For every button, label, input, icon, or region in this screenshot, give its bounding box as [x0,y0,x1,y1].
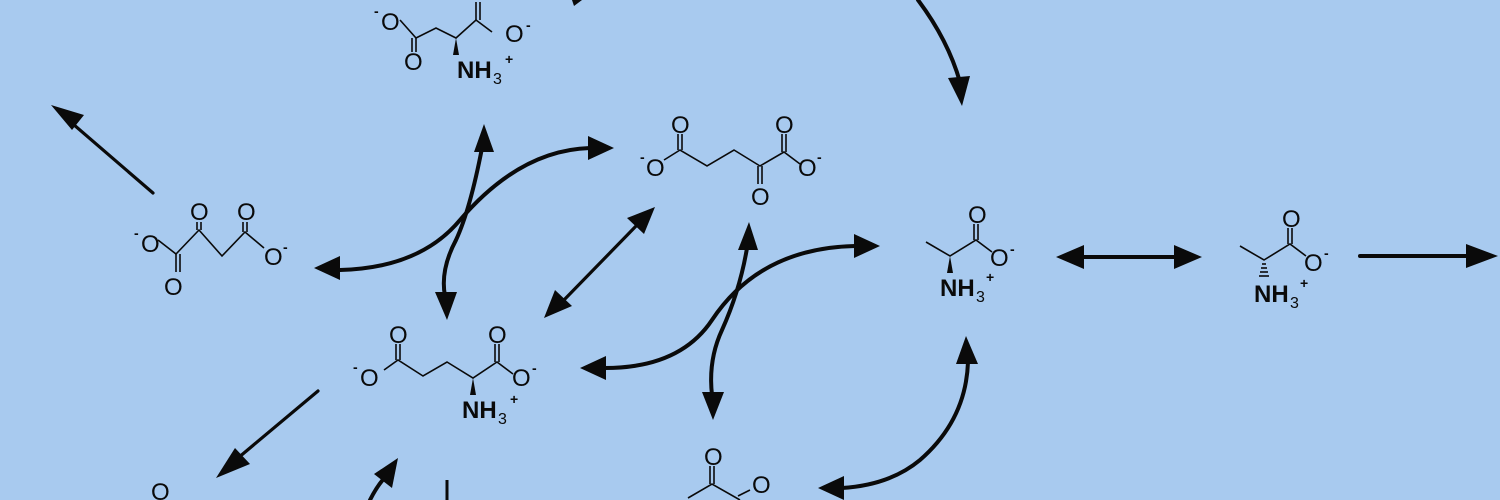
compound-alpha-ketoglutarate: - O O O O O - [640,112,822,211]
hashed-wedge [1259,263,1269,277]
amine-subscript: 3 [976,289,985,306]
charge-label: + [1300,275,1308,291]
compound-oxaloacetate: - O O O O O - [134,199,288,301]
oxygen-label: O [751,184,770,211]
oxygen-label: O [990,245,1009,272]
amine-label: NH [462,397,497,424]
charge-label: - [640,149,645,165]
charge-label: + [986,269,994,285]
charge-label: - [283,239,288,255]
charge-label: - [526,17,531,33]
arrow-dalanine-right [1358,244,1498,268]
compound-pyruvate: O O [687,444,771,500]
oxygen-label: O [512,365,531,392]
charge-label: - [532,360,537,376]
arrow-lalanine-dalanine [1056,245,1202,269]
amine-subscript: 3 [493,71,502,88]
oxygen-label: O [968,202,987,229]
amine-subscript: 3 [1290,295,1299,312]
arrow-fragment-top [572,0,582,6]
charge-label: + [505,51,513,67]
arrow-to-top-left [51,105,155,195]
arrow-oxaloacetate-akg [314,136,614,280]
oxygen-label: O [360,365,379,392]
charge-label: - [1010,241,1015,257]
oxygen-label: O [704,444,723,471]
oxygen-label: O [237,199,256,226]
compound-d-alanine: O O - NH 3 + [1239,206,1329,312]
arrow-aspartate-glutamate [435,124,494,320]
amine-subscript: 3 [498,411,507,428]
oxygen-label: O [190,199,209,226]
arrow-lalanine-pyruvate [818,336,978,500]
amine-label: NH [457,57,492,84]
oxygen-label: O [1282,206,1301,233]
oxygen-label: O [646,155,665,182]
arrow-glutamate-down-left [216,389,320,478]
arrow-top-curve-down [916,0,970,106]
compound-glutamate: - O O O O - NH 3 + [353,322,537,428]
charge-label: - [353,359,358,375]
arrow-akg-glutamate [544,207,655,318]
oxygen-label: O [798,155,817,182]
charge-label: + [510,391,518,407]
oxygen-label: O [389,322,408,349]
oxygen-label: O [775,112,794,139]
oxygen-label: O [264,244,283,271]
oxygen-label: O [164,274,183,301]
charge-label: - [1324,245,1329,261]
oxygen-label: O [505,21,524,48]
amine-label: NH [1254,281,1289,308]
amine-label: NH [940,275,975,302]
arrow-glutamate-lalanine [580,234,880,380]
arrow-bottom-up-right [368,458,398,500]
oxygen-label: O [1304,250,1323,277]
charge-label: - [374,3,379,19]
arrow-akg-pyruvate [702,222,758,420]
oxygen-label: O [141,231,160,258]
oxygen-label: O [671,112,690,139]
oxygen-label: O [488,322,507,349]
compound-partial-bottom-left: O [151,479,449,500]
oxygen-label: O [404,49,423,76]
compound-aspartate: - O O O - NH 3 + [374,2,531,88]
compound-l-alanine: O O - NH 3 + [925,202,1015,306]
oxygen-label: O [381,9,400,36]
oxygen-label: O [151,479,170,500]
charge-label: - [134,225,139,241]
oxygen-label: O [752,472,771,499]
charge-label: - [817,149,822,165]
